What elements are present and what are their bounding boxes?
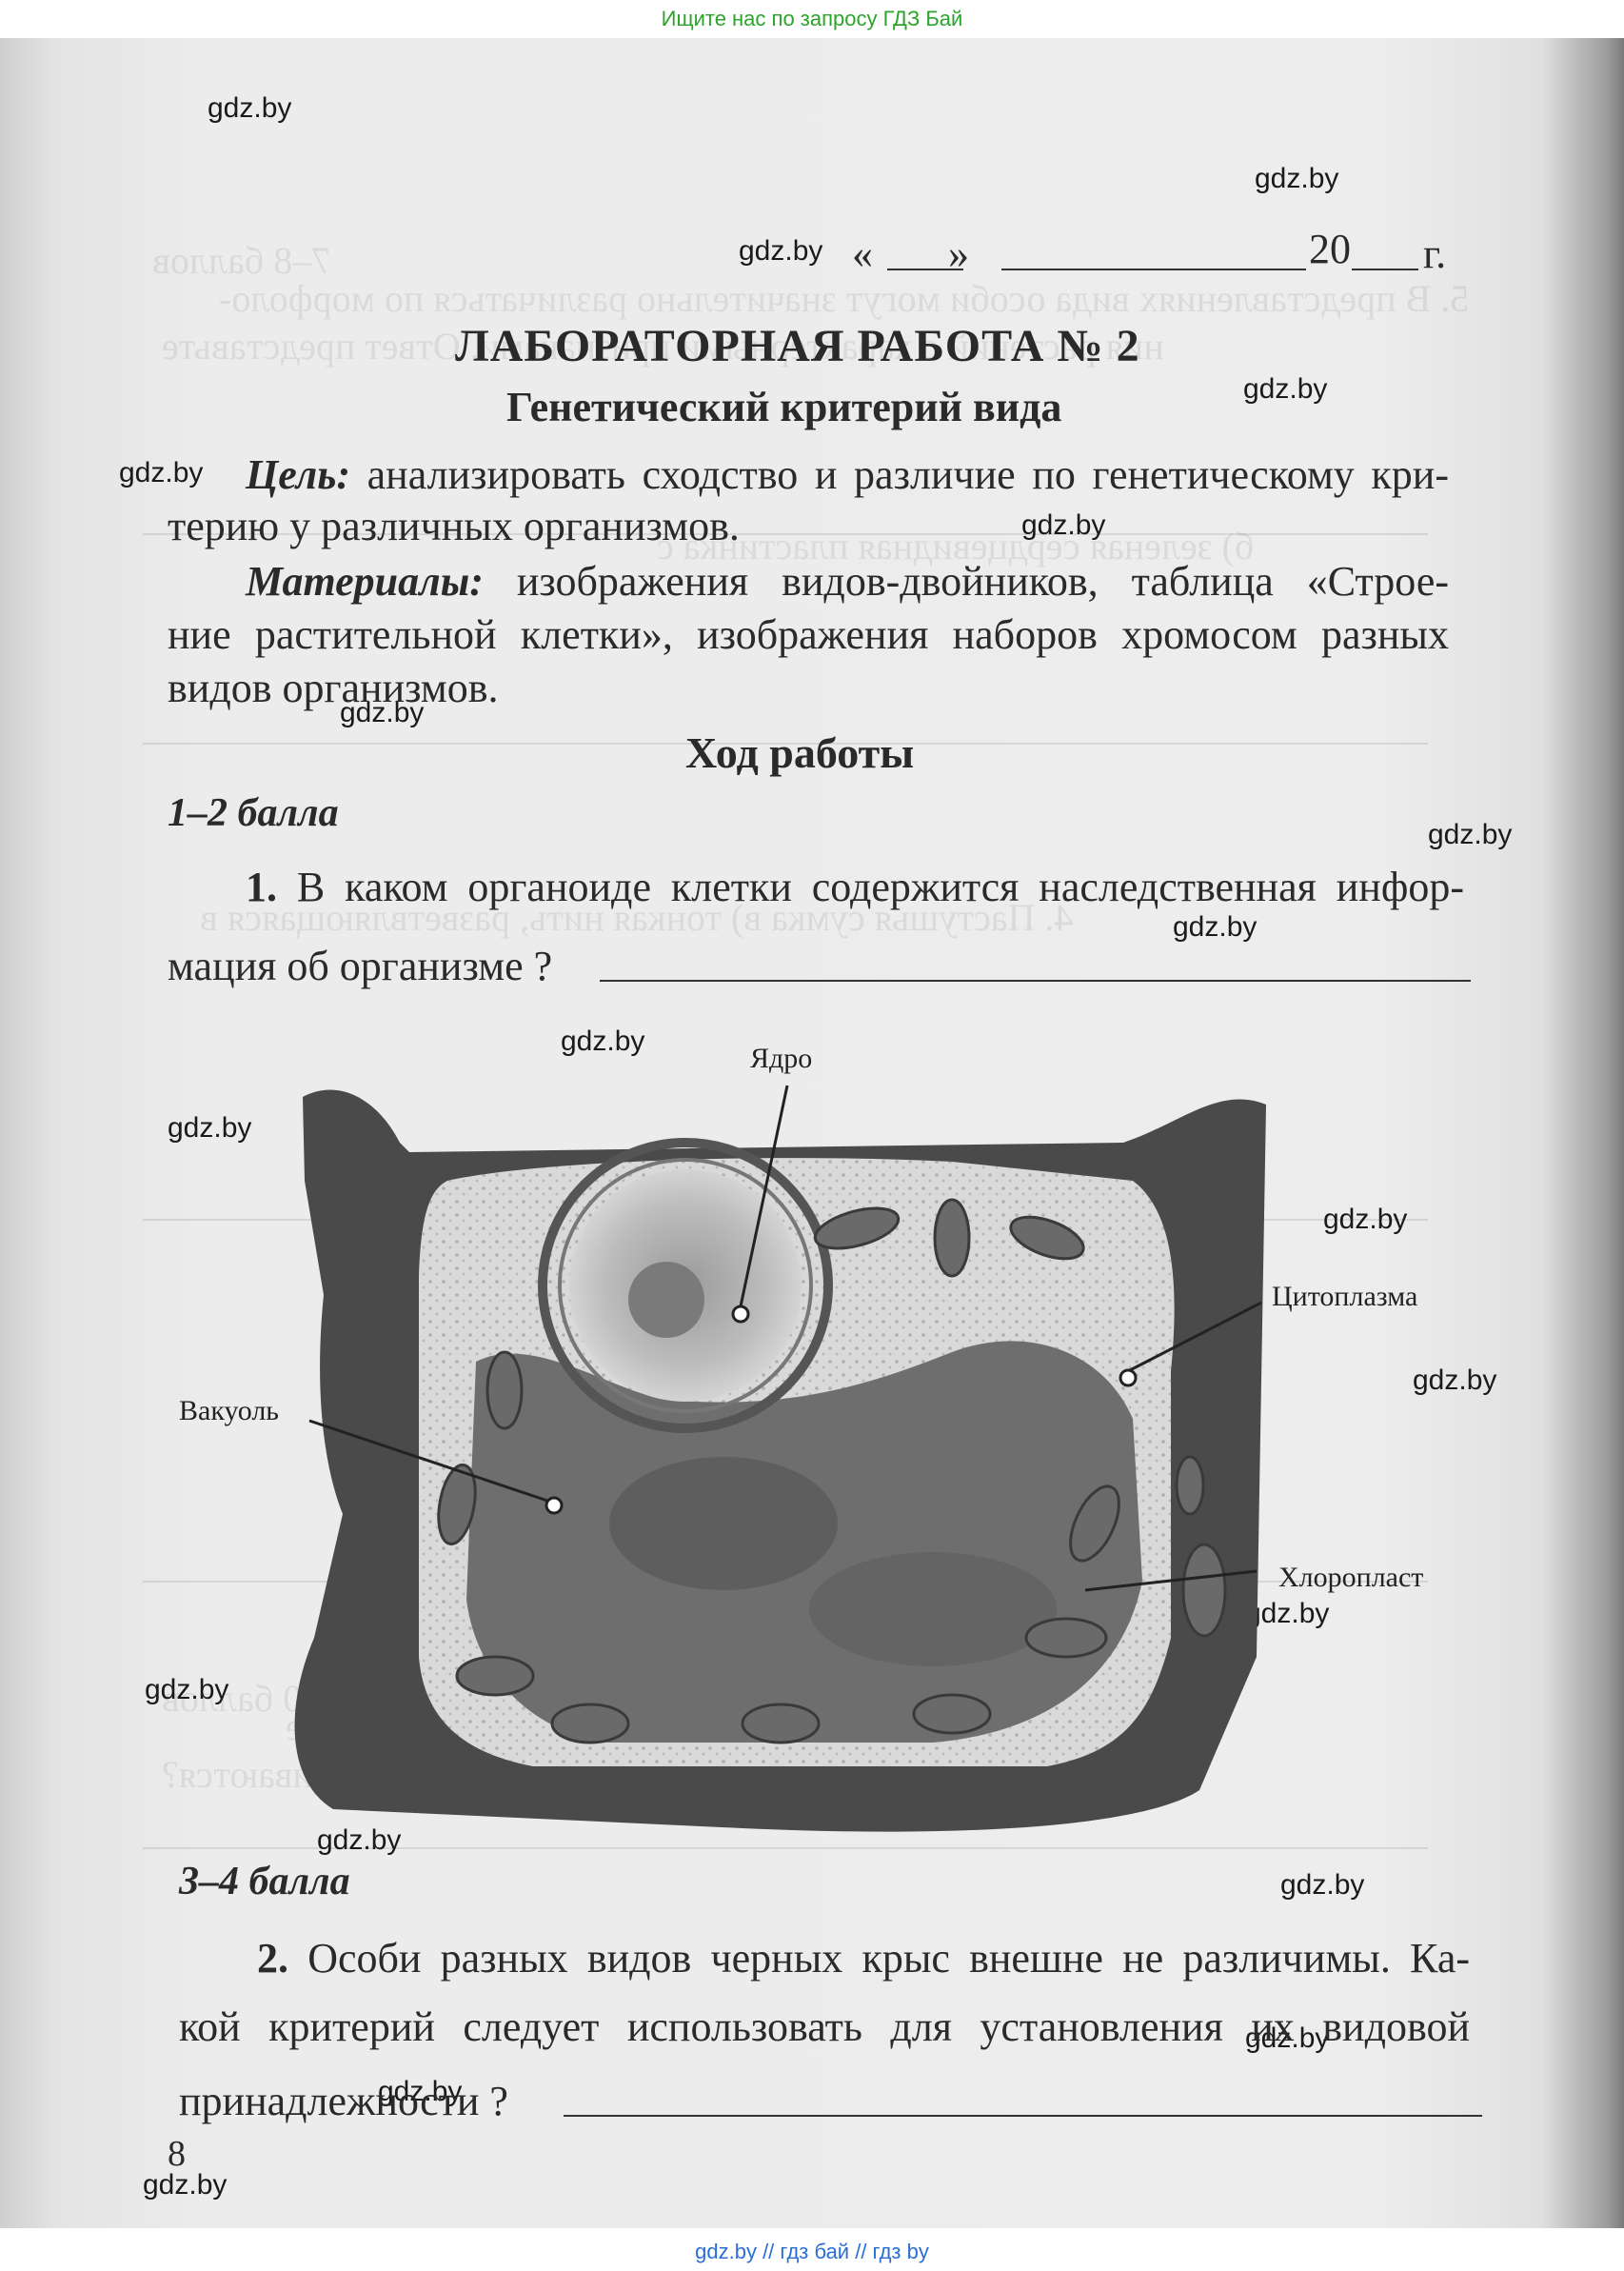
watermark: gdz.by	[340, 697, 425, 728]
question-2-line-2: кой критерий следует использовать для ус…	[179, 2003, 1470, 2050]
nucleus-envelope	[538, 1138, 833, 1433]
label-vacuole: Вакуоль	[179, 1395, 279, 1426]
materials-line-1: Материалы: изображения видов-двойников, …	[246, 556, 1449, 608]
date-year: 20	[1309, 226, 1351, 272]
question-1-number: 1.	[246, 864, 277, 910]
vacuole-shade	[609, 1457, 838, 1590]
watermark: gdz.by	[1255, 163, 1339, 194]
question-1-line-2: мация об организме ?	[168, 943, 553, 989]
date-open-quote: «	[852, 230, 873, 277]
watermark: gdz.by	[1173, 911, 1258, 943]
watermark: gdz.by	[1323, 1204, 1408, 1235]
watermark: gdz.by	[1245, 2022, 1330, 2054]
watermark: gdz.by	[1428, 819, 1513, 850]
watermark: gdz.by	[145, 1674, 229, 1705]
plant-cell-figure	[294, 1085, 1266, 1832]
show-through-line	[143, 533, 1428, 535]
watermark: gdz.by	[1021, 509, 1106, 541]
question-2-line-1: 2. Особи разных видов черных крыс внешне…	[257, 1933, 1470, 1984]
date-close-quote: »	[948, 230, 969, 277]
show-through-line	[143, 743, 1428, 745]
materials-line-2: ние растительной клетки», изображения на…	[168, 611, 1449, 658]
page-title: ЛАБОРАТОРНАЯ РАБОТА № 2	[455, 321, 1140, 371]
label-cytoplasm: Цитоплазма	[1272, 1281, 1418, 1312]
watermark: gdz.by	[317, 1824, 402, 1856]
watermark: gdz.by	[1245, 1598, 1330, 1629]
goal-line-2: терию у различных организмов.	[168, 503, 740, 549]
score-heading-1: 1–2 балла	[168, 791, 339, 835]
nucleus-envelope-inner	[558, 1158, 813, 1413]
materials-label: Материалы:	[246, 558, 484, 605]
goal-line-1: Цель: анализировать сходство и различие …	[246, 449, 1449, 501]
show-through-line	[143, 1847, 1428, 1849]
question-2-text: Особи разных видов черных крыс внешне не…	[307, 1935, 1470, 1982]
page-subtitle: Генетический критерий вида	[506, 384, 1062, 430]
answer-line-1[interactable]	[600, 980, 1471, 982]
question-1-line-1: 1. В каком органоиде клетки содержится н…	[246, 862, 1464, 913]
procedure-heading: Ход работы	[685, 728, 915, 777]
materials-text: изображения видов-двойников, таблица «Ст…	[516, 558, 1449, 605]
watermark: gdz.by	[378, 2076, 463, 2107]
chloroplasts	[437, 1198, 1227, 1744]
question-2-line-3: принадлежности ?	[179, 2078, 508, 2124]
watermark: gdz.by	[1243, 373, 1328, 405]
label-nucleus: Ядро	[750, 1043, 813, 1074]
vacuole-shade	[809, 1552, 1057, 1666]
answer-line-2[interactable]	[564, 2115, 1482, 2117]
watermark: gdz.by	[561, 1026, 645, 1057]
watermark: gdz.by	[119, 457, 204, 488]
date-day-blank	[887, 269, 963, 270]
page-number: 8	[168, 2134, 186, 2174]
label-chloroplast: Хлоропласт	[1278, 1562, 1424, 1593]
watermark: gdz.by	[1413, 1365, 1497, 1396]
figure-leader-lines	[308, 1085, 1262, 1592]
date-month-blank	[1001, 269, 1306, 270]
bottom-banner[interactable]: gdz.by // гдз бай // гдз by	[0, 2233, 1624, 2271]
date-year-blank	[1352, 269, 1418, 270]
figure-pointer-dots	[545, 1305, 1138, 1515]
top-banner[interactable]: Ищите нас по запросу ГДЗ Бай	[0, 0, 1624, 38]
watermark: gdz.by	[208, 92, 292, 124]
watermark: gdz.by	[739, 235, 823, 267]
goal-text: анализировать сходство и различие по ген…	[366, 451, 1450, 498]
score-heading-2: 3–4 балла	[179, 1860, 350, 1903]
question-1-text: В каком органоиде клетки содержится насл…	[296, 864, 1464, 910]
question-2-number: 2.	[257, 1935, 288, 1982]
goal-label: Цель:	[246, 451, 350, 498]
watermark: gdz.by	[1280, 1869, 1365, 1901]
materials-line-3: видов организмов.	[168, 665, 499, 711]
nucleolus	[628, 1262, 704, 1338]
watermark: gdz.by	[168, 1112, 252, 1144]
date-suffix: г.	[1423, 230, 1447, 277]
textbook-page: 7–8 баллов 5. В представлениях вида особ…	[0, 38, 1624, 2228]
watermark: gdz.by	[143, 2169, 228, 2201]
